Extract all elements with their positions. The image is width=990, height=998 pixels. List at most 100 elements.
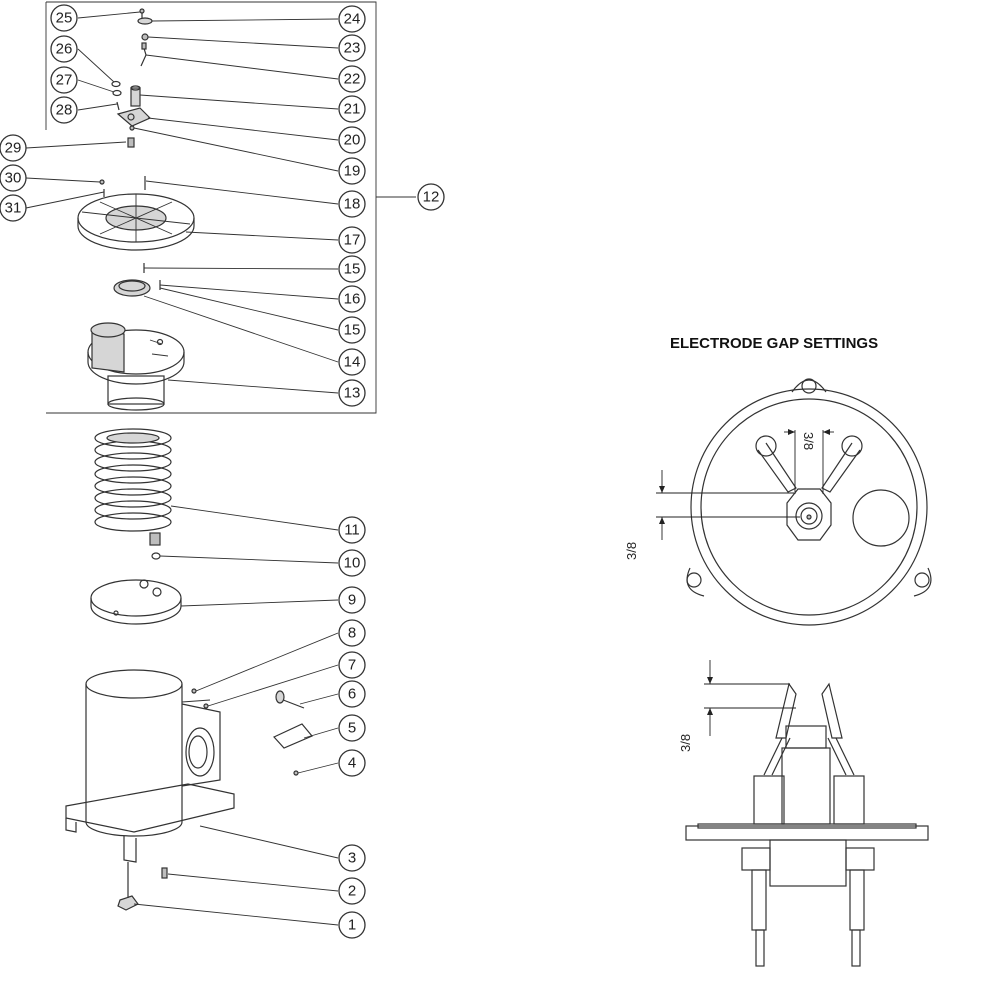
svg-text:6: 6 <box>348 686 356 703</box>
part-21-nozzle-body <box>130 85 141 107</box>
callout-27: 27 <box>50 66 78 94</box>
svg-text:30: 30 <box>5 170 22 187</box>
svg-text:23: 23 <box>344 40 361 57</box>
parts-drawing <box>65 8 313 911</box>
part-5-gasket <box>273 723 313 749</box>
svg-text:4: 4 <box>348 755 356 772</box>
part-1-nut <box>117 862 139 911</box>
svg-text:1: 1 <box>348 917 356 934</box>
part-11-coil <box>94 428 172 546</box>
callout-17: 17 <box>338 226 366 254</box>
callout-8: 8 <box>338 619 366 647</box>
svg-text:10: 10 <box>344 555 361 572</box>
part-22-electrode-tip <box>140 42 147 67</box>
callouts: 25 24 26 23 27 22 28 21 20 29 19 30 12 1… <box>0 4 445 939</box>
svg-text:12: 12 <box>423 189 440 206</box>
callout-19: 19 <box>338 157 366 185</box>
svg-text:7: 7 <box>348 657 356 674</box>
part-7-screw <box>203 703 209 709</box>
callout-28: 28 <box>50 96 78 124</box>
assembly-12-bracket <box>45 1 416 414</box>
part-26-washer <box>111 80 121 88</box>
svg-text:26: 26 <box>56 41 73 58</box>
callout-20: 20 <box>338 126 366 154</box>
svg-text:11: 11 <box>344 522 360 539</box>
callout-5: 5 <box>338 714 366 742</box>
svg-text:2: 2 <box>348 883 356 900</box>
part-17-diffuser-plate <box>77 193 195 251</box>
callout-13: 13 <box>338 379 366 407</box>
electrode-gap-title: ELECTRODE GAP SETTINGS <box>670 335 878 352</box>
callout-22: 22 <box>338 65 366 93</box>
svg-text:24: 24 <box>344 11 361 28</box>
part-13-burner-head <box>87 322 185 411</box>
callout-7: 7 <box>338 651 366 679</box>
part-9-disc <box>90 579 182 625</box>
part-10-oring <box>151 552 161 560</box>
callout-1: 1 <box>338 911 366 939</box>
callout-11: 11 <box>338 516 366 544</box>
part-3-base-bracket <box>65 783 235 863</box>
svg-text:25: 25 <box>56 10 73 27</box>
part-24-clip <box>137 17 153 25</box>
part-28-screw <box>116 101 120 111</box>
callout-21: 21 <box>338 95 366 123</box>
svg-text:20: 20 <box>344 132 361 149</box>
part-23-nut <box>141 33 149 41</box>
part-27-washer <box>112 89 122 97</box>
svg-text:14: 14 <box>344 354 361 371</box>
callout-15-upper: 15 <box>338 255 366 283</box>
callout-9: 9 <box>338 586 366 614</box>
callout-16: 16 <box>338 285 366 313</box>
callout-2: 2 <box>338 877 366 905</box>
svg-text:15: 15 <box>344 322 361 339</box>
electrode-side-view: 3/8 <box>678 660 929 967</box>
callout-29: 29 <box>0 134 27 162</box>
svg-text:28: 28 <box>56 102 73 119</box>
callout-6: 6 <box>338 680 366 708</box>
callout-26: 26 <box>50 35 78 63</box>
svg-text:16: 16 <box>344 291 361 308</box>
svg-text:15: 15 <box>344 261 361 278</box>
callout-30: 30 <box>0 164 27 192</box>
part-29-fitting <box>127 137 135 148</box>
callout-12: 12 <box>417 183 445 211</box>
callout-14: 14 <box>338 348 366 376</box>
part-14-ring <box>113 279 151 297</box>
callout-15-lower: 15 <box>338 316 366 344</box>
svg-text:3: 3 <box>348 850 356 867</box>
callout-31: 31 <box>0 194 27 222</box>
callout-10: 10 <box>338 549 366 577</box>
part-30-screw <box>99 179 105 185</box>
part-burner-chamber <box>85 669 221 837</box>
part-8-screw <box>191 688 197 694</box>
svg-text:27: 27 <box>56 72 73 89</box>
svg-text:17: 17 <box>344 232 361 249</box>
svg-text:5: 5 <box>348 720 356 737</box>
svg-text:31: 31 <box>5 200 22 217</box>
part-19-pin <box>129 125 135 131</box>
callout-4: 4 <box>338 749 366 777</box>
svg-text:21: 21 <box>344 101 361 118</box>
part-6-key <box>275 690 305 709</box>
svg-text:29: 29 <box>5 140 22 157</box>
callout-3: 3 <box>338 844 366 872</box>
svg-text:3/8: 3/8 <box>624 542 639 560</box>
callout-18: 18 <box>338 190 366 218</box>
callout-24: 24 <box>338 5 366 33</box>
leader-lines <box>25 11 339 926</box>
svg-text:18: 18 <box>344 196 361 213</box>
svg-text:3/8: 3/8 <box>678 734 693 752</box>
svg-text:8: 8 <box>348 625 356 642</box>
part-2-screw <box>161 867 168 879</box>
callout-25: 25 <box>50 4 78 32</box>
svg-text:22: 22 <box>344 71 361 88</box>
svg-text:13: 13 <box>344 385 361 402</box>
svg-text:3/8: 3/8 <box>801 432 816 450</box>
svg-text:9: 9 <box>348 592 356 609</box>
part-20-bracket <box>116 107 152 127</box>
callout-23: 23 <box>338 34 366 62</box>
electrode-top-view: 3/8 3/8 <box>624 378 932 626</box>
part-4-screw <box>293 770 299 776</box>
